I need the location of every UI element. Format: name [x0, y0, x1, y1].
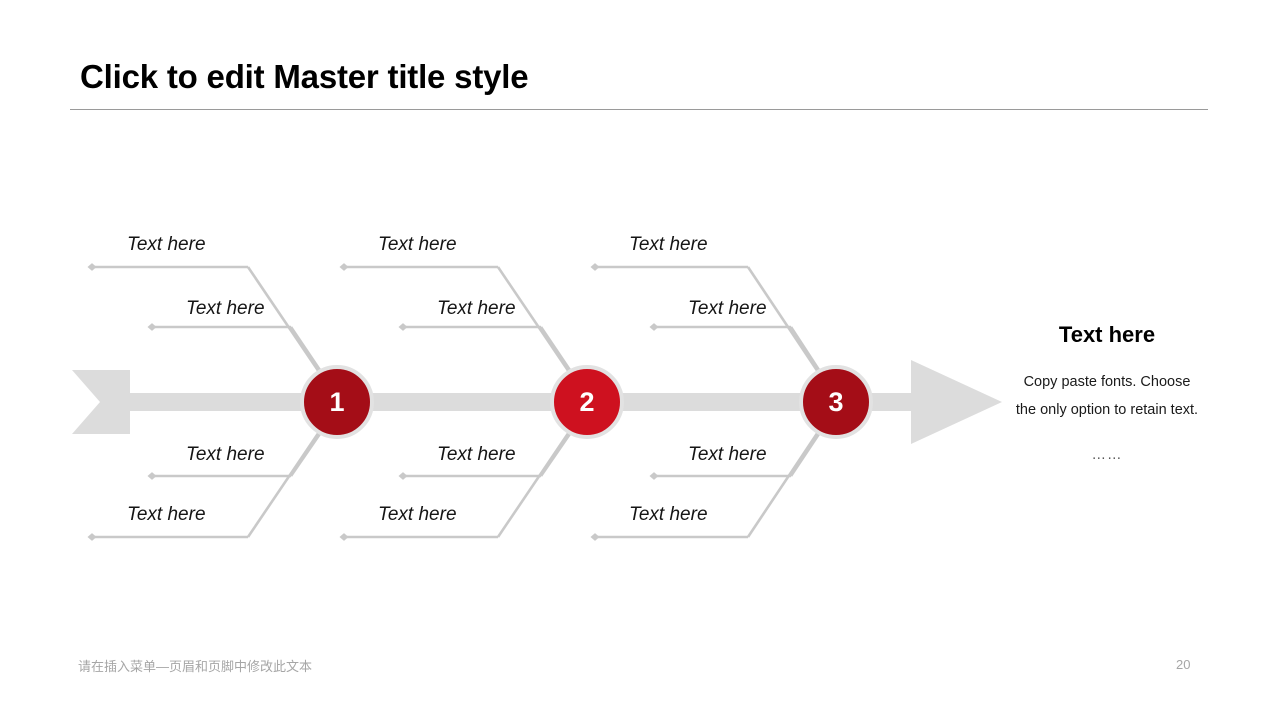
outcome-ellipsis: ……	[1091, 446, 1123, 463]
branch-label-3-top-outer: Text here	[629, 234, 708, 255]
branch-label-2-bottom-inner: Text here	[437, 444, 516, 465]
branch-group-3	[590, 263, 823, 541]
node-circle-3[interactable]: 3	[799, 365, 873, 439]
branch-label-1-bottom-inner: Text here	[186, 444, 265, 465]
node-circle-1[interactable]: 1	[300, 365, 374, 439]
branch-group-1	[87, 263, 324, 541]
branch-label-1-top-inner: Text here	[186, 298, 265, 319]
page-title: Click to edit Master title style	[80, 58, 529, 95]
branch-label-1-bottom-outer: Text here	[127, 504, 206, 525]
outcome-block: Text here Copy paste fonts. Choose the o…	[1012, 322, 1202, 463]
page-number: 20	[1176, 657, 1191, 672]
branch-label-3-bottom-inner: Text here	[688, 444, 767, 465]
branch-group-2	[339, 263, 574, 541]
title-divider	[70, 109, 1208, 110]
outcome-body: Copy paste fonts. Choose the only option…	[1015, 374, 1199, 419]
footer-text: 请在插入菜单—页眉和页脚中修改此文本	[78, 659, 313, 674]
branch-label-3-bottom-outer: Text here	[629, 504, 708, 525]
node-circle-2[interactable]: 2	[550, 365, 624, 439]
branch-label-3-top-inner: Text here	[688, 298, 767, 319]
branch-label-2-top-inner: Text here	[437, 298, 516, 319]
node-number-3: 3	[828, 386, 844, 417]
branch-label-2-bottom-outer: Text here	[378, 504, 457, 525]
node-number-1: 1	[329, 386, 345, 417]
outcome-heading: Text here	[1058, 322, 1156, 347]
node-number-2: 2	[579, 386, 595, 417]
branch-label-2-top-outer: Text here	[378, 234, 457, 255]
branch-label-1-top-outer: Text here	[127, 234, 206, 255]
